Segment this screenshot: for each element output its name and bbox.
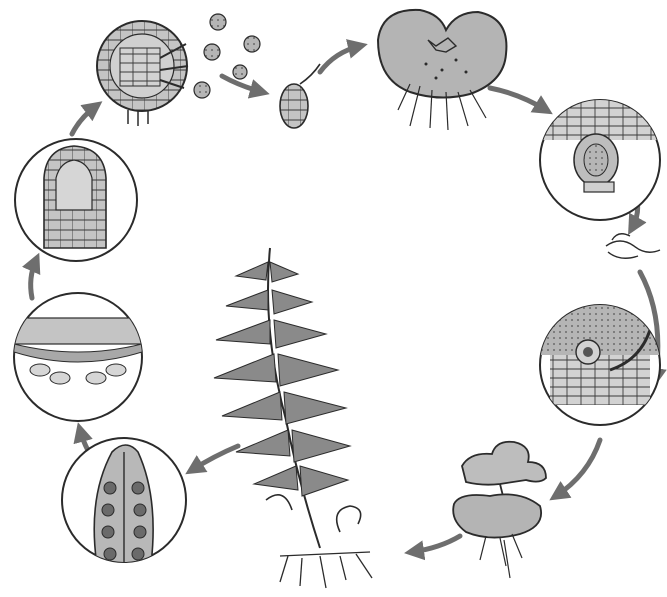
arrow-prothallus-to-antheridium [490, 88, 546, 110]
sperm-icon [606, 234, 660, 259]
arrow-sporangium-to-dehiscing [72, 106, 96, 134]
sporangium-icon [97, 21, 188, 126]
arrow-young-sporophyte-to-fern [412, 536, 460, 552]
sorus-section-icon [14, 293, 142, 421]
antheridium-icon [540, 100, 660, 220]
arrow-sorus-section-to-sporangium [31, 260, 36, 298]
arrow-archegonium-to-young-sporophyte [556, 440, 600, 496]
prothallus-icon [378, 10, 506, 130]
germinating-spore-icon [280, 64, 320, 128]
fern-frond-icon [214, 248, 372, 588]
sporangium-closeup-icon [15, 139, 137, 261]
sori-icon [62, 438, 186, 572]
arrow-spores-to-prothallus [320, 46, 360, 72]
spore-icon [194, 14, 260, 98]
archegonium-icon [540, 305, 660, 425]
young-sporophyte-icon [453, 442, 546, 578]
arrow-fern-to-sori [192, 446, 238, 470]
